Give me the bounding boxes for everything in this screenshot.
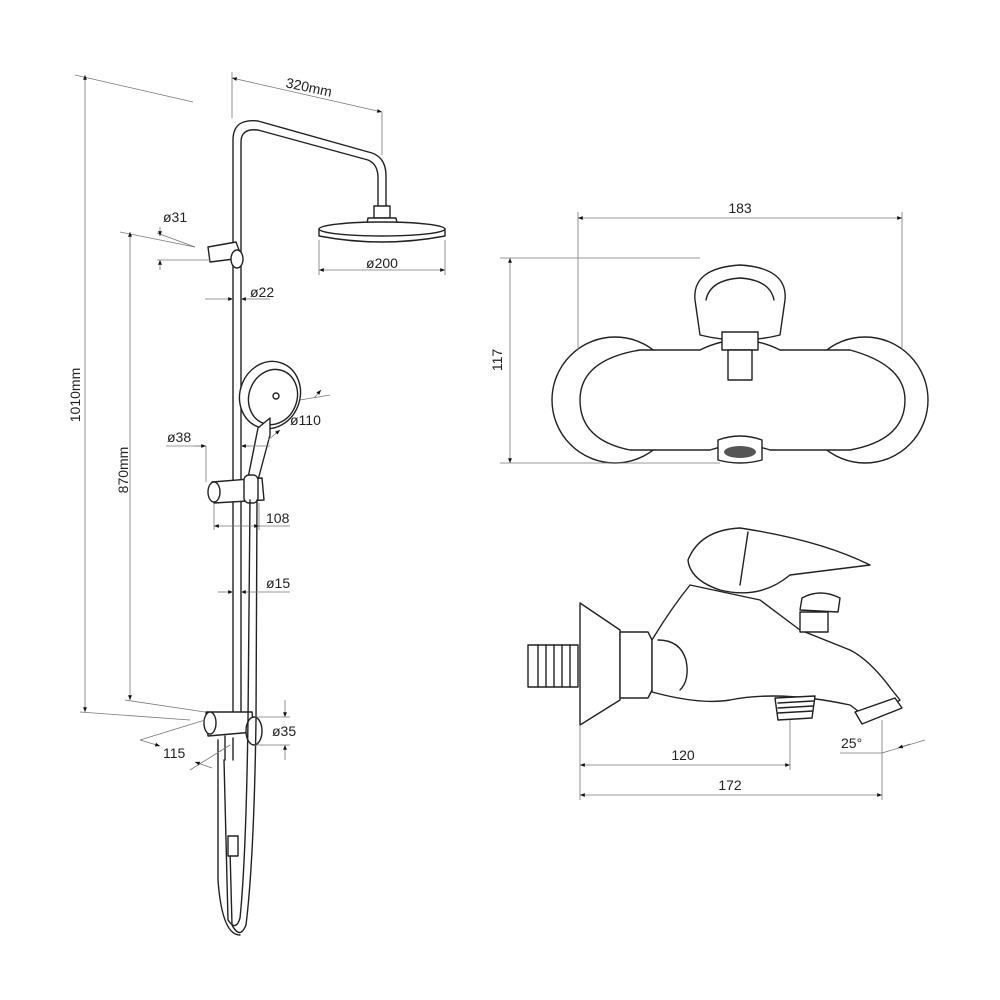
faucet-side-view: [527, 527, 903, 726]
faucet-front-view: [551, 264, 929, 464]
dim-spout-reach: 120: [671, 747, 695, 763]
dim-total-depth: 172: [718, 777, 742, 793]
rain-shower-head: [318, 205, 446, 243]
faucet-side-dimensions: 120 172 25°: [579, 720, 926, 800]
dim-slider: ø38: [167, 429, 191, 445]
dim-pipe: ø22: [250, 284, 274, 300]
hose-connector: [227, 835, 239, 857]
dim-total-height: 1010mm: [67, 368, 83, 422]
shower-hose: [217, 499, 258, 936]
dim-spout-angle: 25°: [841, 735, 862, 751]
dim-hand-shower: ø110: [290, 412, 321, 428]
dim-rain-shower: ø200: [366, 255, 398, 271]
top-holder: [207, 241, 244, 269]
riser-pipe: [232, 119, 387, 721]
faucet-front-dimensions: 183 117: [489, 200, 903, 464]
hand-shower: [238, 360, 302, 481]
sliding-holder: [207, 474, 265, 504]
bottom-holder: [203, 711, 263, 761]
dim-top-holder: ø31: [163, 209, 187, 225]
dim-arm-length: 320mm: [285, 74, 334, 99]
dim-bottom-holder-depth: 115: [163, 745, 186, 761]
dim-faucet-width: 183: [728, 200, 752, 216]
dim-faucet-height: 117: [489, 349, 505, 372]
dim-slider-depth: 108: [266, 510, 290, 526]
dim-lower-pipe: ø15: [266, 575, 290, 591]
shower-column: [203, 119, 446, 936]
dim-bottom-holder: ø35: [272, 723, 296, 739]
dim-bar-height: 870mm: [115, 447, 131, 494]
